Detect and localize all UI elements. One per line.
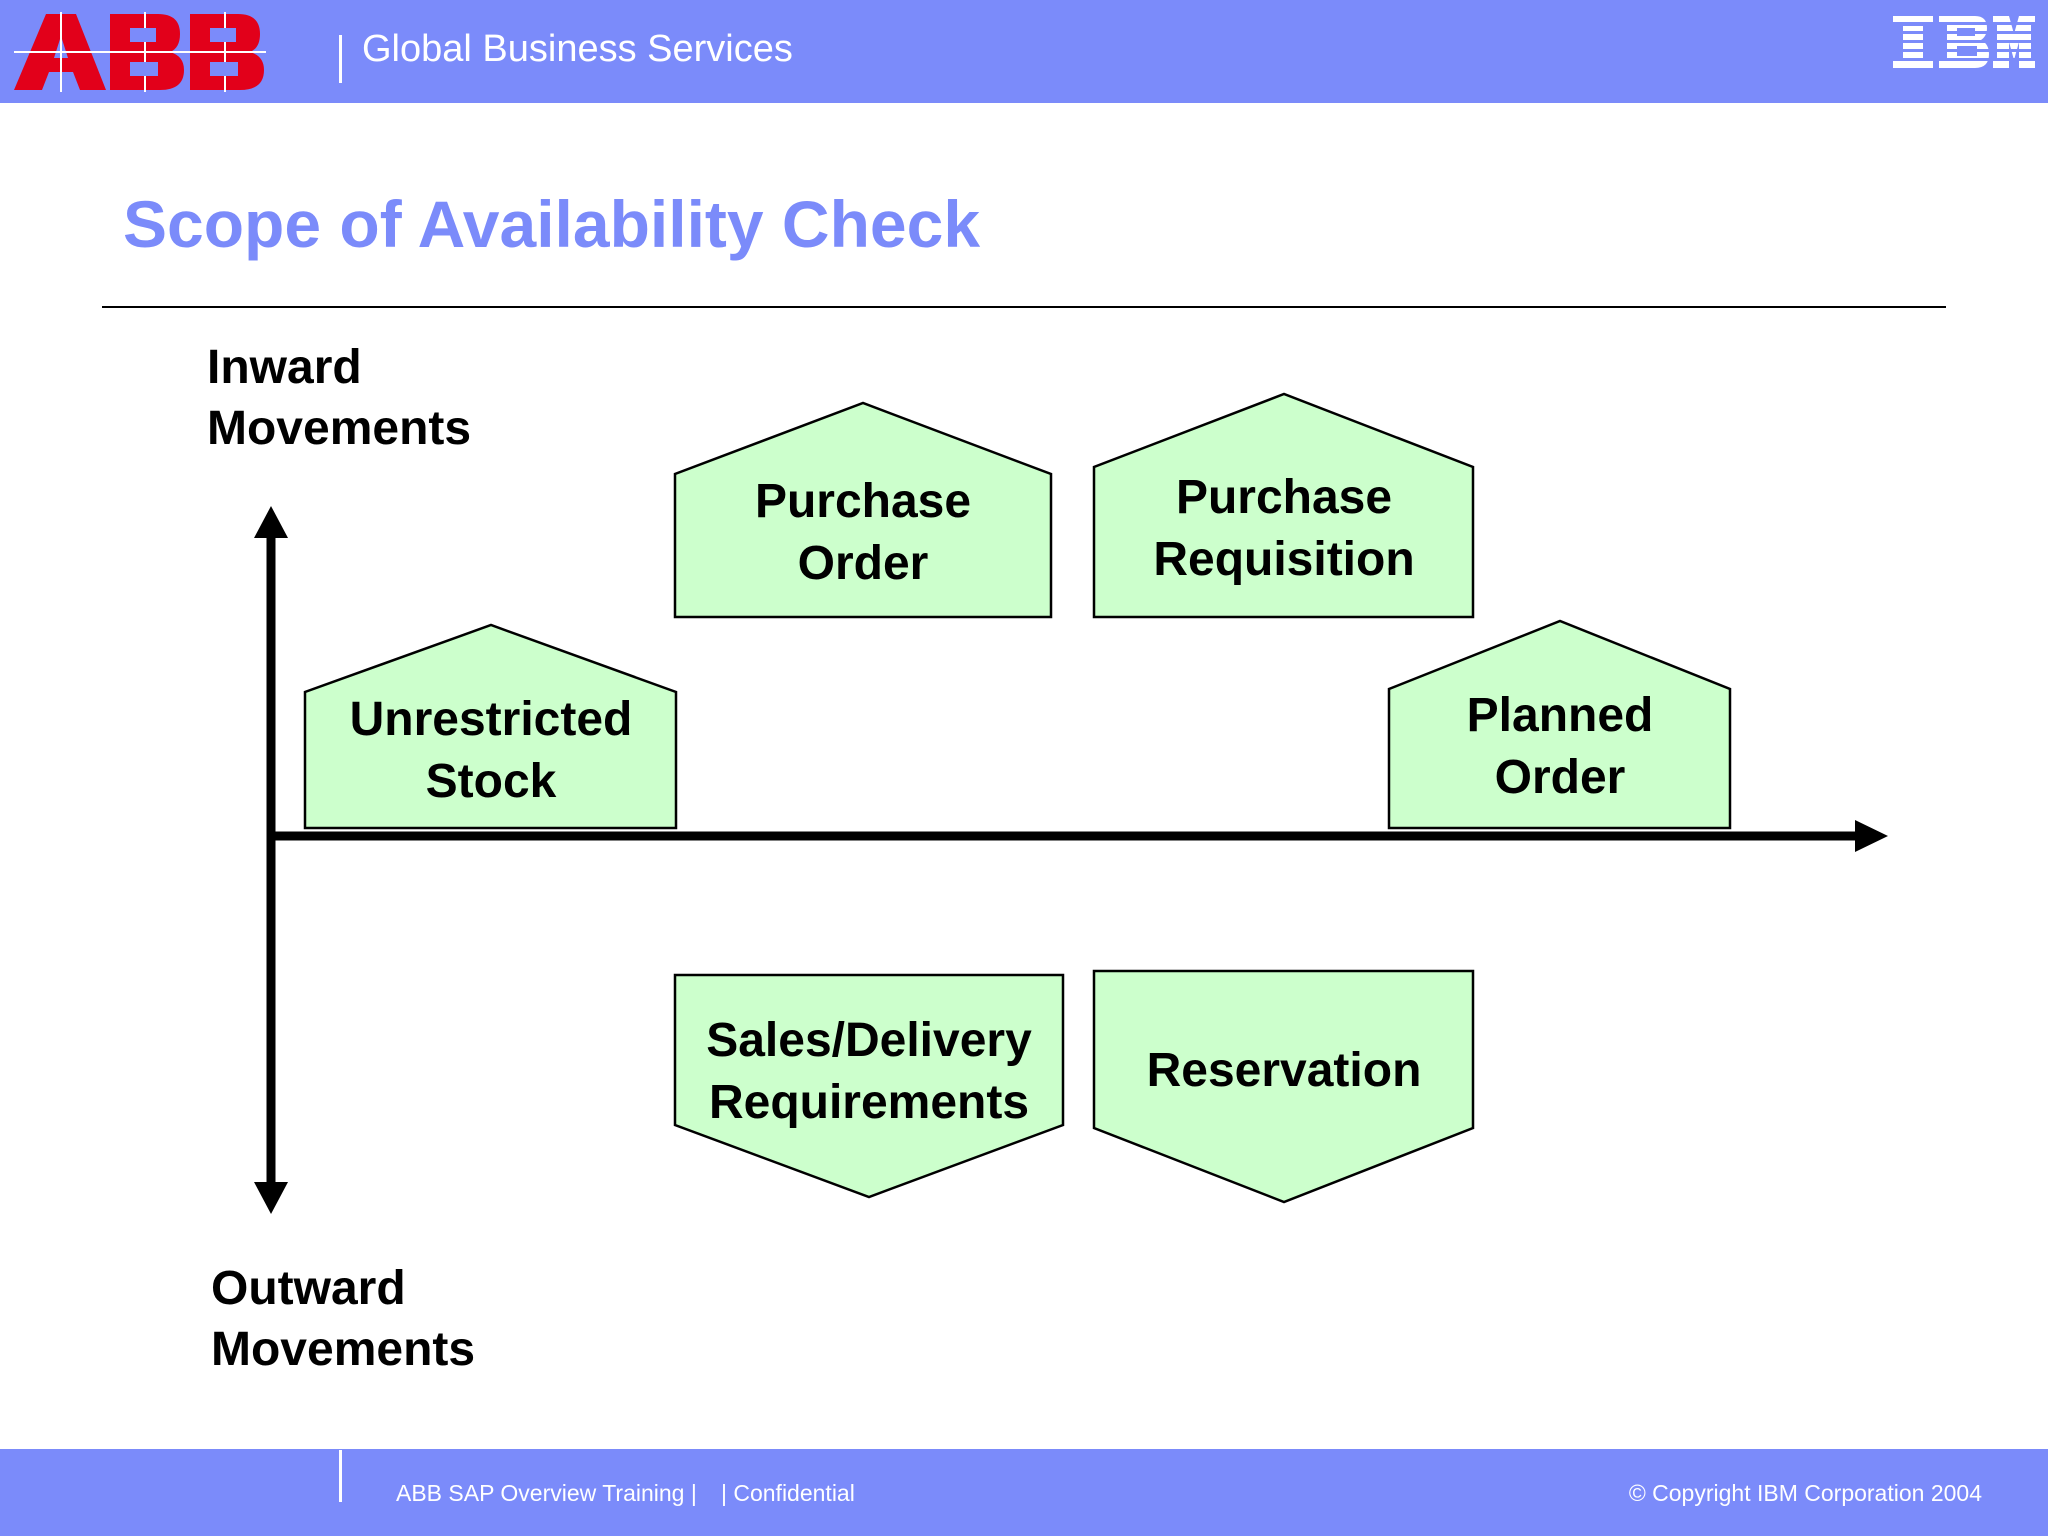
box-label-line: Unrestricted bbox=[350, 693, 633, 746]
purchase-requisition-box: Purchase Requisition bbox=[1092, 392, 1475, 619]
title-divider bbox=[102, 306, 1946, 308]
reservation-box: Reservation bbox=[1092, 969, 1475, 1204]
slide-title: Scope of Availability Check bbox=[123, 187, 981, 261]
planned-order-box: Planned Order bbox=[1387, 619, 1732, 830]
box-label-line: Reservation bbox=[1147, 1044, 1422, 1097]
outward-label-line: Outward bbox=[211, 1262, 406, 1315]
header-divider bbox=[339, 35, 342, 83]
up-arrow-icon bbox=[254, 506, 288, 538]
vertical-axis bbox=[254, 506, 288, 1214]
footer-confidential: | Confidential bbox=[721, 1480, 855, 1506]
box-label-line: Stock bbox=[426, 755, 557, 808]
right-arrow-icon bbox=[1855, 820, 1888, 852]
purchase-order-box: Purchase Order bbox=[673, 401, 1053, 619]
footer-copyright: © Copyright IBM Corporation 2004 bbox=[1628, 1480, 1982, 1506]
box-label-line: Planned bbox=[1467, 689, 1654, 742]
inward-label-line: Inward bbox=[207, 341, 362, 394]
footer-training-title: ABB SAP Overview Training | bbox=[396, 1480, 697, 1506]
box-label-line: Order bbox=[1495, 751, 1626, 804]
header-service-name: Global Business Services bbox=[362, 28, 793, 70]
box-label-line: Purchase bbox=[755, 475, 971, 528]
sales-delivery-requirements-box: Sales/Delivery Requirements bbox=[673, 973, 1065, 1199]
inward-movements-label: Inward Movements bbox=[207, 337, 471, 459]
box-label-line: Order bbox=[798, 537, 929, 590]
inward-label-line: Movements bbox=[207, 402, 472, 455]
down-arrow-icon bbox=[254, 1182, 288, 1214]
box-label-line: Sales/Delivery bbox=[706, 1014, 1032, 1067]
unrestricted-stock-box: Unrestricted Stock bbox=[303, 623, 678, 830]
outward-movements-label: Outward Movements bbox=[211, 1258, 475, 1380]
box-label-line: Requisition bbox=[1153, 533, 1414, 586]
box-label-line: Requirements bbox=[709, 1076, 1029, 1129]
footer-divider bbox=[339, 1450, 342, 1502]
ibm-logo-icon bbox=[1893, 16, 2035, 68]
outward-label-line: Movements bbox=[211, 1323, 476, 1376]
horizontal-axis bbox=[271, 820, 1888, 852]
box-label-line: Purchase bbox=[1176, 471, 1392, 524]
abb-logo-icon bbox=[14, 12, 266, 92]
